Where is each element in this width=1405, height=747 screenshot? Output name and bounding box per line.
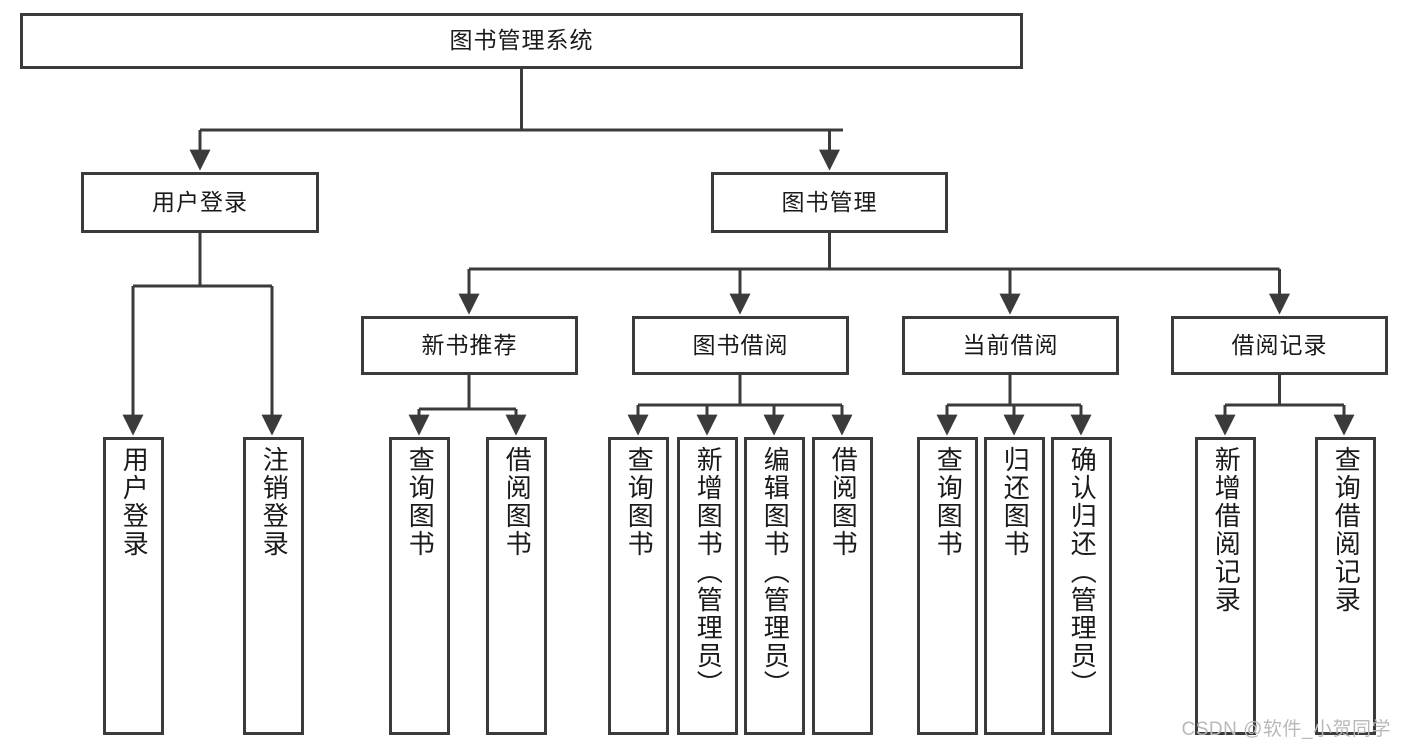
leaf-query-book-2-label: 查询图书	[624, 446, 655, 558]
leaf-edit-book-admin[interactable]: 编辑图书（管理员）	[744, 437, 805, 735]
leaf-borrow-book-1[interactable]: 借阅图书	[486, 437, 547, 735]
node-new-book-recommend-label: 新书推荐	[421, 331, 518, 358]
node-book-borrow[interactable]: 图书借阅	[632, 316, 849, 375]
leaf-query-book-2[interactable]: 查询图书	[608, 437, 669, 735]
leaf-add-book-admin[interactable]: 新增图书（管理员）	[677, 437, 738, 735]
node-current-borrow-label: 当前借阅	[962, 331, 1059, 358]
node-root[interactable]: 图书管理系统	[20, 13, 1023, 69]
node-borrow-record-label: 借阅记录	[1231, 331, 1328, 358]
leaf-edit-book-admin-label: 编辑图书（管理员）	[760, 446, 791, 698]
leaf-logout[interactable]: 注销登录	[243, 437, 304, 735]
node-user-login[interactable]: 用户登录	[81, 172, 319, 233]
node-book-manage[interactable]: 图书管理	[711, 172, 948, 233]
leaf-add-borrow-record-label: 新增借阅记录	[1211, 446, 1242, 614]
node-book-manage-label: 图书管理	[781, 188, 878, 215]
leaf-borrow-book-1-label: 借阅图书	[502, 446, 533, 558]
leaf-logout-label: 注销登录	[259, 446, 290, 558]
leaf-user-login[interactable]: 用户登录	[103, 437, 164, 735]
node-book-borrow-label: 图书借阅	[692, 331, 789, 358]
leaf-query-book-3[interactable]: 查询图书	[917, 437, 978, 735]
leaf-add-book-admin-label: 新增图书（管理员）	[693, 446, 724, 698]
leaf-confirm-return-admin-label: 确认归还（管理员）	[1067, 446, 1098, 698]
leaf-query-book-1-label: 查询图书	[405, 446, 436, 558]
leaf-query-borrow-record[interactable]: 查询借阅记录	[1315, 437, 1376, 735]
leaf-query-book-3-label: 查询图书	[933, 446, 964, 558]
leaf-add-borrow-record[interactable]: 新增借阅记录	[1195, 437, 1256, 735]
leaf-user-login-label: 用户登录	[119, 446, 150, 558]
node-user-login-label: 用户登录	[152, 188, 248, 215]
leaf-return-book-label: 归还图书	[1000, 446, 1031, 558]
leaf-borrow-book-2[interactable]: 借阅图书	[812, 437, 873, 735]
leaf-query-book-1[interactable]: 查询图书	[389, 437, 450, 735]
node-new-book-recommend[interactable]: 新书推荐	[361, 316, 578, 375]
node-current-borrow[interactable]: 当前借阅	[902, 316, 1119, 375]
node-root-label: 图书管理系统	[449, 27, 594, 54]
leaf-borrow-book-2-label: 借阅图书	[828, 446, 859, 558]
node-borrow-record[interactable]: 借阅记录	[1171, 316, 1388, 375]
leaf-confirm-return-admin[interactable]: 确认归还（管理员）	[1051, 437, 1112, 735]
leaf-return-book[interactable]: 归还图书	[984, 437, 1045, 735]
leaf-query-borrow-record-label: 查询借阅记录	[1331, 446, 1362, 614]
